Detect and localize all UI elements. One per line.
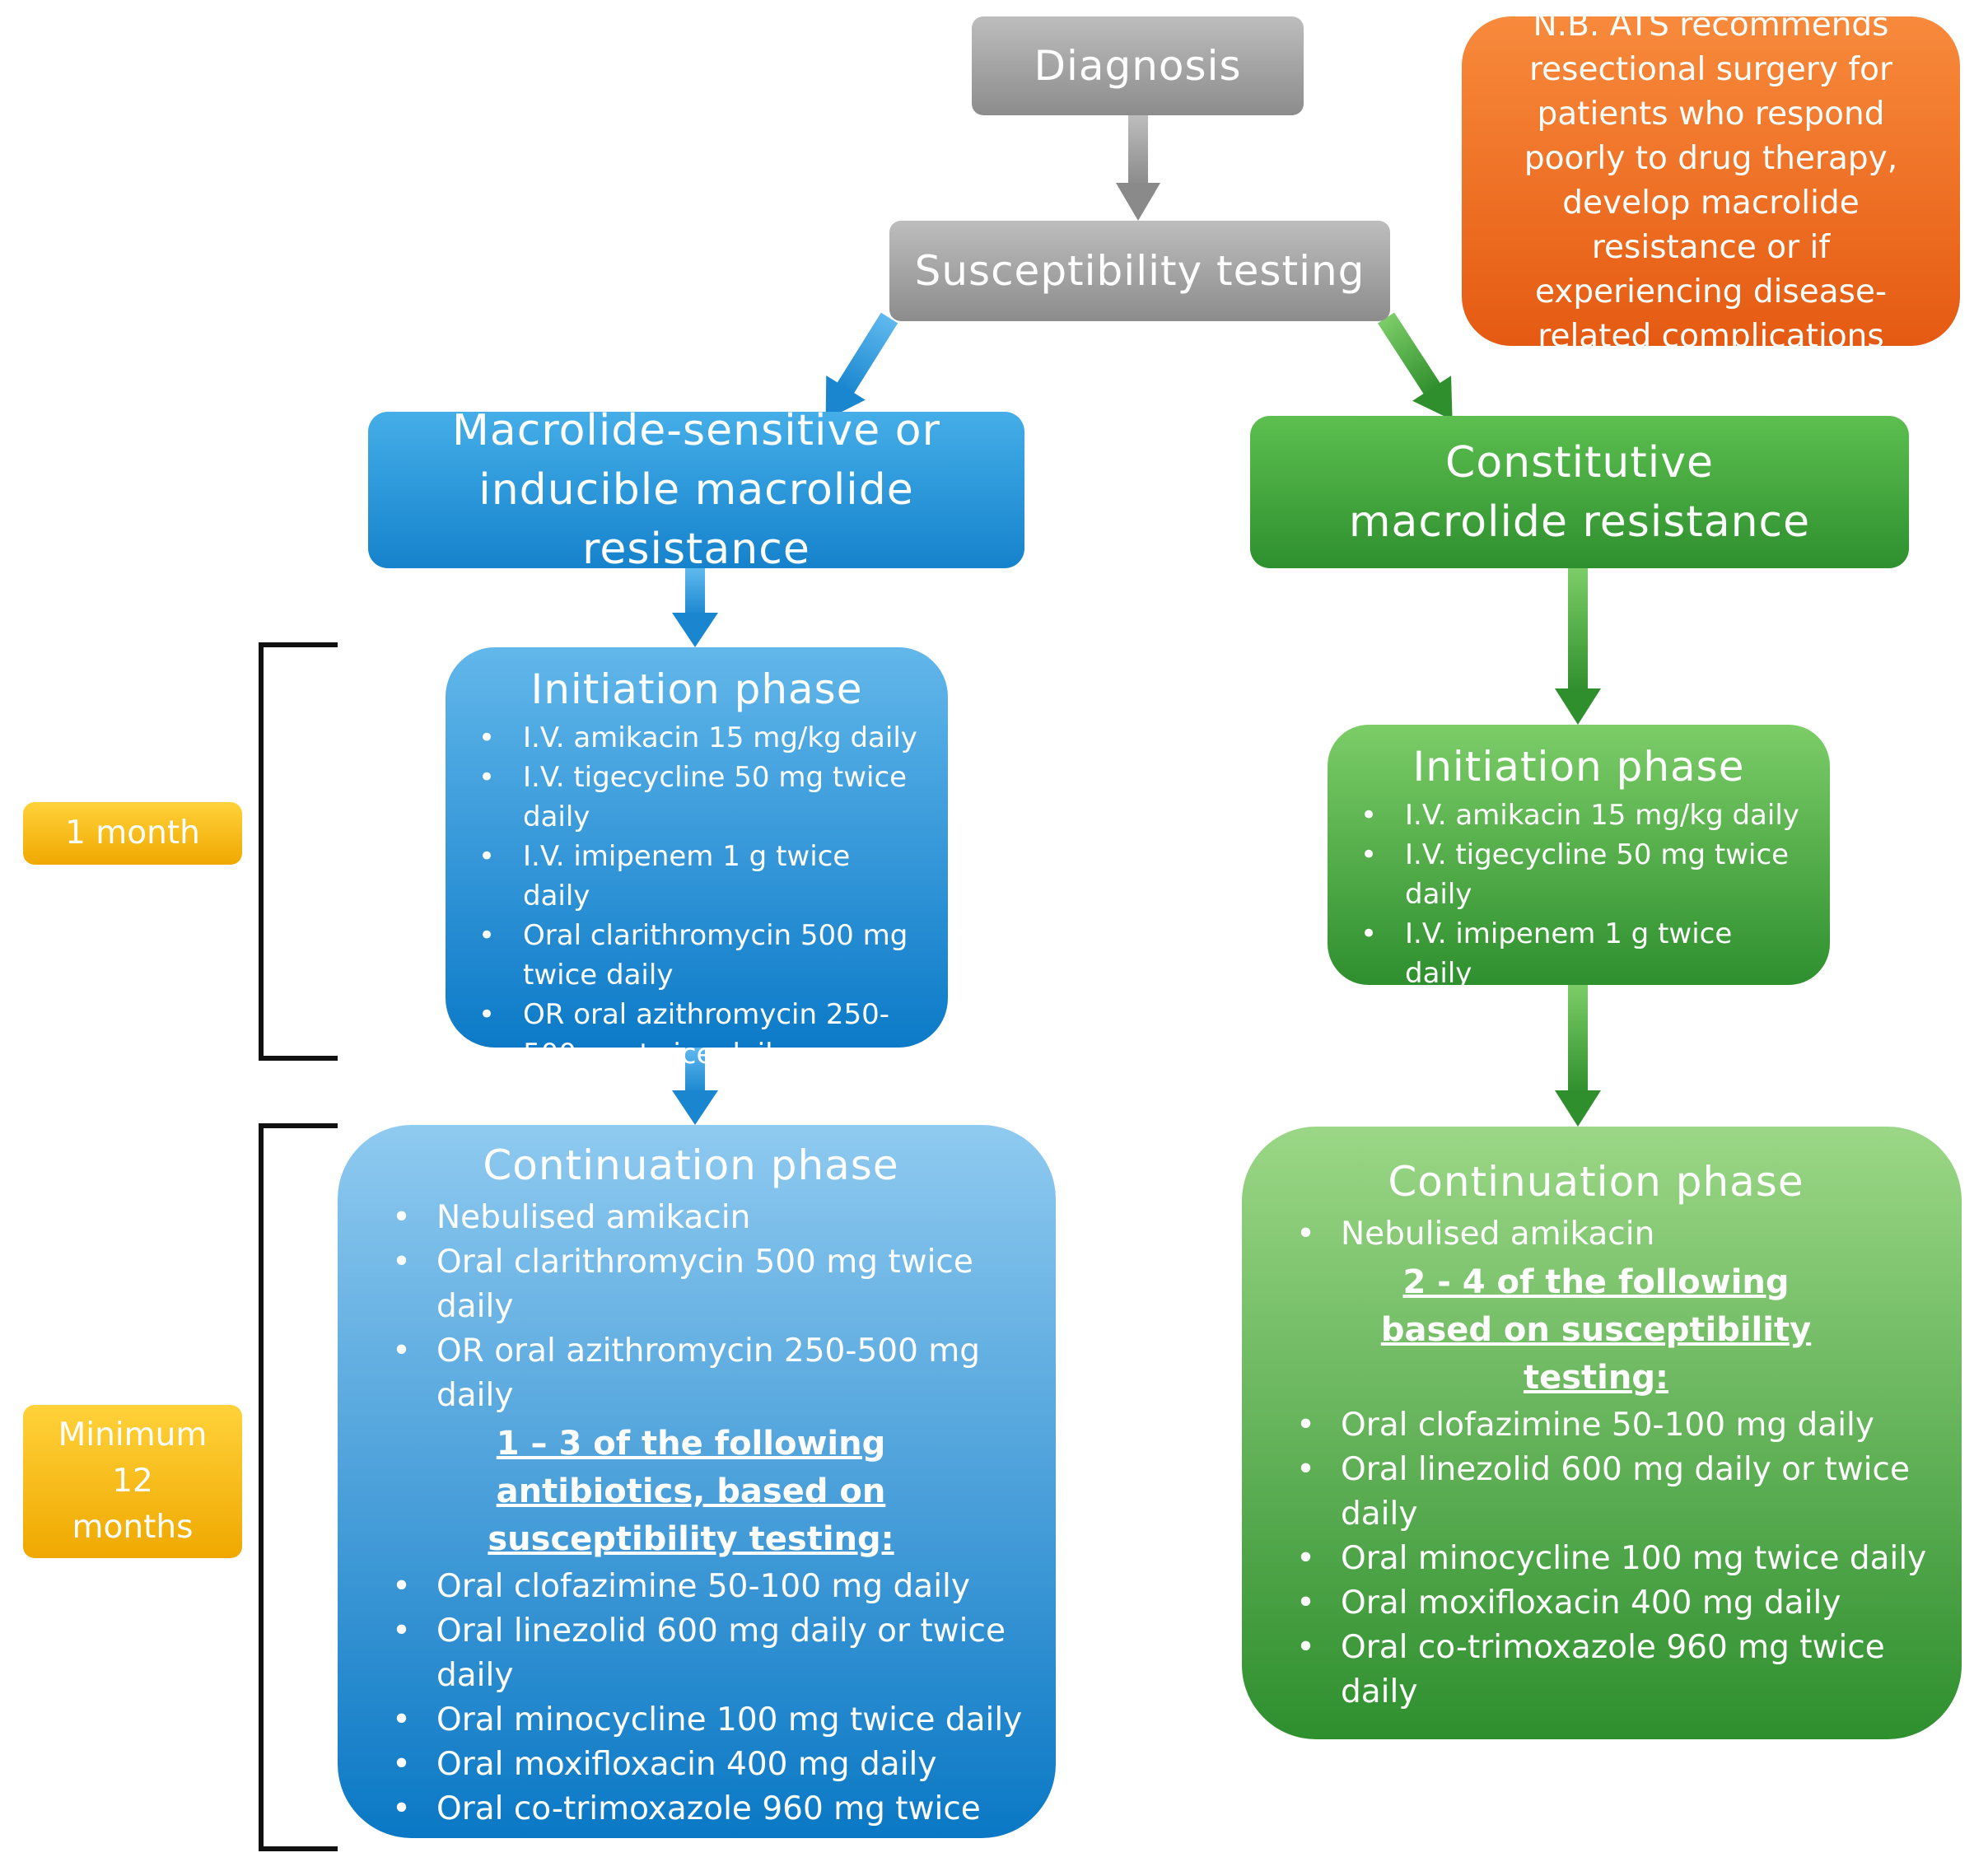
list-item: OR oral azithromycin 250-500 mg daily [359,1329,1023,1418]
left-continuation-list-b: Oral clofazimine 50-100 mg daily Oral li… [359,1565,1023,1876]
list-item: Nebulised amikacin [1263,1212,1929,1257]
twelve-month-bracket [259,1123,338,1851]
arrow-right-initiation-to-continuation [1555,985,1601,1127]
macrolide-sensitive-header: Macrolide-sensitive or inducible macroli… [368,406,1024,574]
right-continuation-list-b: Oral clofazimine 50-100 mg daily Oral li… [1263,1403,1929,1715]
one-month-bracket [259,642,338,1061]
list-item: Oral linezolid 600 mg daily or twice dai… [1263,1448,1929,1537]
list-item: Oral clarithromycin 500 mg twice daily [446,916,923,995]
left-continuation-subheading: 1 – 3 of the following antibiotics, base… [488,1425,894,1558]
arrow-right-header-to-initiation [1555,568,1601,725]
left-continuation-title: Continuation phase [483,1141,899,1189]
list-item: Oral clofazimine 50-100 mg daily [359,1565,1023,1609]
one-month-label: 1 month [65,814,200,852]
susceptibility-testing-box: Susceptibility testing [889,221,1390,321]
list-item: Oral co-trimoxazole 960 mg twice daily [359,1787,1023,1876]
minimum-12-months-label: Minimum 12 months [58,1416,208,1546]
right-continuation-subheading: 2 - 4 of the following based on suscepti… [1380,1263,1812,1397]
diagnosis-box: Diagnosis [972,16,1304,115]
left-continuation-list-a: Nebulised amikacin Oral clarithromycin 5… [359,1196,1023,1418]
left-initiation-title: Initiation phase [530,665,863,713]
left-continuation-phase: Continuation phase Nebulised amikacin Or… [338,1125,1056,1872]
ats-note-box: N.B. ATS recommends resectional surgery … [1462,7,1960,355]
list-item: Oral co-trimoxazole 960 mg twice daily [1263,1626,1929,1715]
right-initiation-phase: Initiation phase I.V. amikacin 15 mg/kg … [1328,725,1830,990]
list-item: I.V. tigecycline 50 mg twice daily [446,758,923,837]
list-item: Oral clarithromycin 500 mg twice daily [359,1240,1023,1329]
right-continuation-phase: Continuation phase Nebulised amikacin 2 … [1242,1127,1962,1739]
list-item: I.V. amikacin 15 mg/kg daily [446,718,923,758]
list-item: I.V. imipenem 1 g twice daily [1328,914,1805,993]
arrow-diagnosis-to-susceptibility [1116,115,1160,221]
list-item: I.V. imipenem 1 g twice daily [446,837,923,916]
arrow-susceptibility-to-right [1377,312,1453,421]
arrow-susceptibility-to-left [825,312,898,420]
macrolide-sensitive-label: Macrolide-sensitive or inducible macroli… [452,406,940,574]
minimum-12-months-badge: Minimum 12 months [23,1405,242,1558]
right-initiation-list: I.V. amikacin 15 mg/kg daily I.V. tigecy… [1328,796,1805,993]
left-initiation-phase: Initiation phase I.V. amikacin 15 mg/kg … [446,647,948,1071]
list-item: Oral moxifloxacin 400 mg daily [359,1743,1023,1787]
list-item: Oral linezolid 600 mg daily or twice dai… [359,1609,1023,1698]
list-item: I.V. amikacin 15 mg/kg daily [1328,796,1805,835]
diagnosis-label: Diagnosis [1034,42,1242,90]
constitutive-resistance-label: Constitutive macrolide resistance [1348,437,1811,547]
arrow-left-header-to-initiation [672,568,718,647]
left-initiation-list: I.V. amikacin 15 mg/kg daily I.V. tigecy… [446,718,923,1074]
list-item: OR oral azithromycin 250-500 mg twice da… [446,995,923,1074]
list-item: Oral clofazimine 50-100 mg daily [1263,1403,1929,1448]
list-item: Oral minocycline 100 mg twice daily [359,1698,1023,1743]
right-initiation-title: Initiation phase [1412,743,1745,791]
list-item: I.V. tigecycline 50 mg twice daily [1328,835,1805,914]
susceptibility-testing-label: Susceptibility testing [914,247,1365,295]
constitutive-resistance-header: Constitutive macrolide resistance [1250,416,1909,568]
list-item: Nebulised amikacin [359,1196,1023,1240]
right-continuation-list-a: Nebulised amikacin [1263,1212,1929,1257]
one-month-badge: 1 month [23,802,242,865]
right-continuation-title: Continuation phase [1388,1158,1804,1206]
list-item: Oral moxifloxacin 400 mg daily [1263,1581,1929,1626]
list-item: Oral minocycline 100 mg twice daily [1263,1537,1929,1581]
ats-note-text: N.B. ATS recommends resectional surgery … [1524,7,1898,355]
